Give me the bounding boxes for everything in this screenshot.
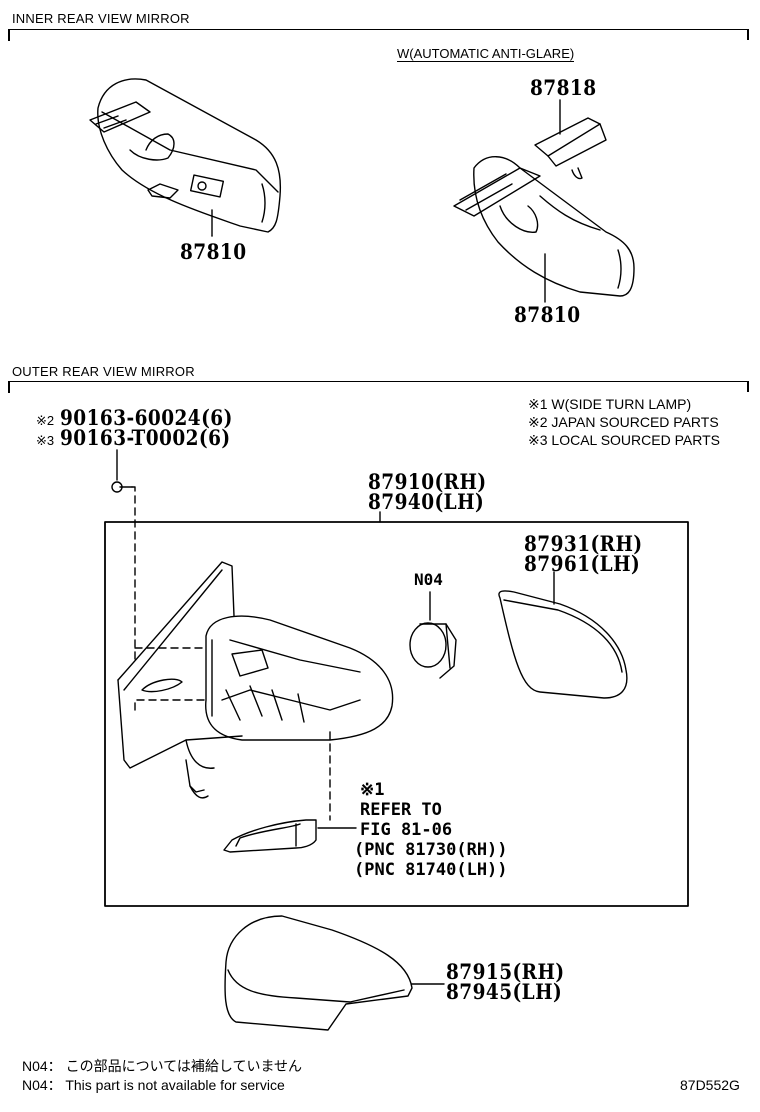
inner-mirror-auto-drawing	[453, 99, 635, 303]
outer-mirror-body-drawing	[117, 561, 394, 799]
inner-section-left-tick	[8, 29, 10, 41]
assembly-boundary-box	[104, 521, 689, 907]
auto-anti-glare-variant-label: W(AUTOMATIC ANTI-GLARE)	[397, 46, 575, 62]
legend-item: ※2 JAPAN SOURCED PARTS	[528, 414, 719, 430]
outer-section-right-tick	[747, 381, 749, 392]
turn-lamp-reference: ※1 REFER TO FIG 81-06 (PNC 81730(RH)) (P…	[354, 780, 508, 880]
refer-to-text: REFER TO	[360, 800, 442, 820]
inner-section-rule	[8, 29, 749, 30]
part-number-90163-60024[interactable]: 90163-60024(6)	[60, 405, 233, 430]
diagram-id: 87D552G	[680, 1077, 740, 1093]
part-number-87818[interactable]: 87818	[530, 75, 597, 100]
footer-note-english: N04： This part is not available for serv…	[22, 1077, 285, 1093]
mirror-glass-drawing	[498, 571, 628, 699]
footnote-mark: ※2	[36, 413, 55, 428]
part-number-87810-auto[interactable]: 87810	[514, 302, 581, 327]
inner-section-title: INNER REAR VIEW MIRROR	[12, 11, 190, 26]
part-number-87915-rh[interactable]: 87915(RH)	[446, 959, 565, 984]
inner-mirror-standard-drawing	[89, 78, 282, 237]
pnc-81740-lh[interactable]: (PNC 81740(LH))	[354, 860, 508, 880]
legend-item: ※3 LOCAL SOURCED PARTS	[528, 432, 720, 448]
mirror-glass-part-label: 87931(RH) 87961(LH)	[524, 531, 659, 576]
inner-section-right-tick	[747, 29, 749, 40]
mirror-motor-drawing	[409, 591, 457, 679]
footnote-mark: ※1	[360, 780, 385, 800]
footer-note-japanese: N04： この部品については補給していません	[22, 1058, 303, 1074]
figure-reference-link[interactable]: FIG 81-06	[360, 820, 453, 840]
mirror-cover-drawing	[224, 915, 445, 1031]
assembly-part-label: 87910(RH) 87940(LH)	[368, 469, 503, 514]
part-number-87910-rh[interactable]: 87910(RH)	[368, 469, 487, 494]
footnote-legend: ※1 W(SIDE TURN LAMP) ※2 JAPAN SOURCED PA…	[528, 396, 720, 450]
legend-item: ※1 W(SIDE TURN LAMP)	[528, 396, 692, 412]
side-turn-lamp-drawing	[223, 819, 357, 853]
fastener-row: ※3 90163-T0002(6)	[36, 425, 256, 450]
outer-section-title: OUTER REAR VIEW MIRROR	[12, 364, 195, 379]
part-number-87961-lh[interactable]: 87961(LH)	[524, 551, 641, 576]
footnote-mark: ※3	[36, 433, 55, 448]
pnc-81730-rh[interactable]: (PNC 81730(RH))	[354, 840, 508, 860]
part-number-87931-rh[interactable]: 87931(RH)	[524, 531, 643, 556]
outer-section-rule	[8, 381, 749, 382]
fastener-row: ※2 90163-60024(6)	[36, 405, 256, 430]
part-number-87945-lh[interactable]: 87945(LH)	[446, 979, 563, 1004]
part-number-87940-lh[interactable]: 87940(LH)	[368, 489, 485, 514]
mirror-cover-part-label: 87915(RH) 87945(LH)	[446, 959, 581, 1004]
outer-section-left-tick	[8, 381, 10, 393]
fastener-list: ※2 90163-60024(6) ※3 90163-T0002(6)	[36, 405, 256, 450]
part-number-90163-T0002[interactable]: 90163-T0002(6)	[60, 425, 231, 450]
motor-label-n04[interactable]: N04	[414, 570, 443, 589]
part-number-87810-standard[interactable]: 87810	[180, 239, 247, 264]
